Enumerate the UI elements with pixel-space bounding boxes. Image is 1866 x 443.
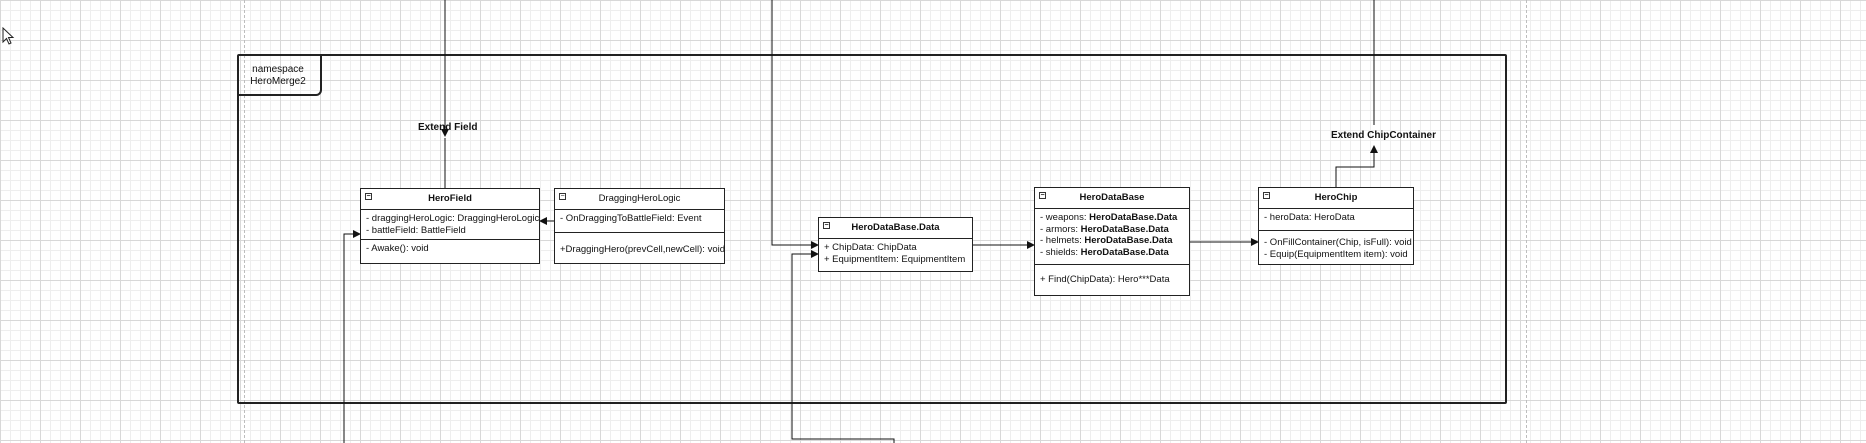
hero-field-class[interactable]: − HeroField - draggingHeroLogic: Draggin… — [360, 188, 540, 264]
namespace-name: HeroMerge2 — [250, 76, 306, 87]
class-title: DraggingHeroLogic — [598, 193, 681, 204]
class-method: - OnFillContainer(Chip, isFull): void — [1264, 237, 1412, 248]
collapse-icon[interactable]: − — [1039, 192, 1046, 199]
class-fields: - draggingHeroLogic: DraggingHeroLogic -… — [361, 210, 539, 240]
class-method: - Awake(): void — [366, 243, 429, 254]
chip-extend-connector[interactable] — [1335, 145, 1378, 187]
top-to-data-connector[interactable] — [771, 0, 819, 249]
class-field: + EquipmentItem: EquipmentItem — [824, 253, 966, 265]
class-field: - weapons: HeroDataBase.Data — [1040, 212, 1184, 224]
class-header[interactable]: − HeroDataBase — [1035, 188, 1189, 209]
class-fields: + ChipData: ChipData + EquipmentItem: Eq… — [819, 239, 972, 268]
class-header[interactable]: − DraggingHeroLogic — [555, 189, 724, 210]
dragging-hero-logic-class[interactable]: − DraggingHeroLogic - OnDraggingToBattle… — [554, 188, 725, 264]
class-title: HeroDataBase.Data — [851, 222, 940, 233]
class-title: HeroDataBase — [1079, 192, 1145, 203]
class-methods: - OnFillContainer(Chip, isFull): void - … — [1259, 231, 1413, 263]
class-field: - armors: HeroDataBase.Data — [1040, 224, 1184, 236]
namespace-keyword: namespace — [252, 64, 304, 75]
class-methods: +DraggingHero(prevCell,newCell): void — [555, 233, 726, 259]
class-header[interactable]: − HeroDataBase.Data — [819, 218, 972, 239]
class-fields: - OnDraggingToBattleField: Event — [555, 210, 724, 233]
extend-field-label: Extend Field — [418, 122, 478, 133]
class-header[interactable]: − HeroField — [361, 189, 539, 210]
class-title: HeroField — [428, 193, 472, 204]
page-break-line — [1526, 0, 1527, 443]
hero-database-data-class[interactable]: − HeroDataBase.Data + ChipData: ChipData… — [818, 217, 973, 272]
namespace-label: namespace HeroMerge2 — [240, 64, 316, 88]
bottom-loop-to-data-connector[interactable] — [791, 250, 895, 443]
page-break-line — [244, 0, 245, 443]
field-name: - armors: — [1040, 223, 1081, 235]
hero-database-class[interactable]: − HeroDataBase - weapons: HeroDataBase.D… — [1034, 187, 1190, 296]
hero-chip-class[interactable]: − HeroChip - heroData: HeroData - OnFill… — [1258, 187, 1414, 265]
class-field: - draggingHeroLogic: DraggingHeroLogic — [366, 213, 540, 224]
field-type: HeroDataBase.Data — [1080, 246, 1169, 258]
extend-chip-container-label: Extend ChipContainer — [1331, 130, 1437, 141]
class-field: - heroData: HeroData — [1264, 212, 1355, 223]
class-title: HeroChip — [1314, 192, 1358, 203]
class-field: - OnDraggingToBattleField: Event — [560, 213, 702, 224]
class-field: + ChipData: ChipData — [824, 242, 917, 253]
collapse-icon[interactable]: − — [1263, 192, 1270, 199]
mouse-pointer-icon — [2, 27, 15, 45]
class-method: - Equip(EquipmentItem item): void — [1264, 248, 1408, 260]
field-name: - helmets: — [1040, 235, 1085, 246]
class-method: +DraggingHero(prevCell,newCell): void — [560, 244, 726, 255]
class-field: - battleField: BattleField — [366, 224, 466, 236]
bottom-to-hero-field-connector[interactable] — [343, 230, 361, 443]
class-methods: - Awake(): void — [361, 240, 539, 258]
field-type: HeroDataBase.Data — [1084, 235, 1173, 246]
collapse-icon[interactable]: − — [823, 222, 830, 229]
field-type: HeroDataBase.Data — [1089, 212, 1178, 223]
class-fields: - weapons: HeroDataBase.Data - armors: H… — [1035, 209, 1189, 265]
class-methods: + Find(ChipData): Hero***Data — [1035, 265, 1189, 289]
field-name: - weapons: — [1040, 212, 1090, 223]
class-fields: - heroData: HeroData — [1259, 209, 1413, 231]
namespace-frame[interactable] — [237, 54, 1507, 404]
field-name: - shields: — [1040, 246, 1081, 258]
namespace-tab[interactable] — [237, 54, 322, 96]
class-method: + Find(ChipData): Hero***Data — [1040, 274, 1170, 285]
class-field: - helmets: HeroDataBase.Data — [1040, 235, 1184, 247]
class-header[interactable]: − HeroChip — [1259, 188, 1413, 209]
collapse-icon[interactable]: − — [559, 193, 566, 200]
class-field: - shields: HeroDataBase.Data — [1040, 247, 1184, 259]
field-type: HeroDataBase.Data — [1080, 223, 1169, 235]
collapse-icon[interactable]: − — [365, 193, 372, 200]
